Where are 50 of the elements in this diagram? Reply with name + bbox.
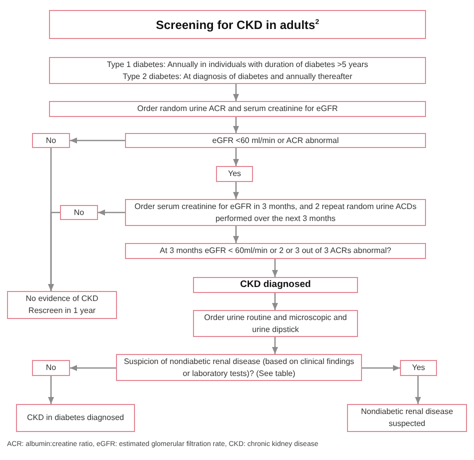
- arrow: [233, 148, 239, 166]
- decision-box: [125, 133, 426, 148]
- answer-label: No: [44, 134, 58, 146]
- answer-box: [32, 360, 70, 376]
- arrow: [415, 376, 421, 404]
- answer-label: Yes: [226, 168, 242, 180]
- answer-label: No: [44, 362, 58, 374]
- arrow: [272, 259, 278, 277]
- step-text: Order random urine ACR and serum creatinine for eGFR: [136, 103, 339, 115]
- arrow: [98, 210, 125, 216]
- arrow: [233, 84, 239, 101]
- process-box: [125, 199, 426, 226]
- answer-box: [60, 205, 98, 220]
- question-text: At 3 months eGFR < 60ml/min or 2 or 3 out of 3 ACRs abnormal?: [158, 245, 392, 257]
- arrow: [48, 212, 60, 291]
- answer-box: [32, 133, 70, 148]
- outcome-text: Rescreen in 1 year: [27, 305, 97, 317]
- arrow: [233, 226, 239, 243]
- step-text: Type 1 diabetes: Annually in individuals with duration of diabetes >5 years: [106, 58, 370, 70]
- outcome-box: [193, 277, 358, 293]
- question-text: eGFR <60 ml/min or ACR abnormal: [211, 134, 340, 146]
- arrow: [48, 376, 54, 404]
- process-box: [49, 101, 426, 117]
- decision-box: [125, 243, 426, 259]
- process-box: [49, 57, 426, 84]
- answer-label: Yes: [410, 362, 426, 374]
- outcome-text: CKD in diabetes diagnosed: [26, 412, 125, 424]
- answer-label: No: [72, 206, 86, 218]
- arrow: [233, 117, 239, 133]
- question-text: Suspicion of nondiabetic renal disease (based on clinical findings or laboratory tests)? (See table): [122, 356, 356, 380]
- answer-box: [216, 166, 253, 182]
- process-box: [193, 310, 358, 337]
- step-text: Order urine routine and microscopic and urine dipstick: [203, 312, 348, 336]
- outcome-text: No evidence of CKD: [24, 293, 100, 305]
- outcome-text: CKD diagnosed: [239, 279, 312, 291]
- arrow: [272, 293, 278, 310]
- arrow: [272, 337, 278, 354]
- decision-box: [116, 354, 362, 381]
- outcome-box: [16, 404, 135, 432]
- outcome-box: [347, 404, 467, 432]
- arrow: [233, 182, 239, 199]
- step-text: Type 2 diabetes: At diagnosis of diabetes and annually thereafter: [122, 70, 354, 82]
- answer-box: [400, 360, 437, 376]
- title-text: Screening for CKD in adults$^{2}$: [156, 18, 320, 32]
- arrow: [362, 365, 400, 371]
- step-text: Order serum creatinine for eGFR in 3 months, and 2 repeat random urine ACDs performed over the next 3 months: [134, 200, 418, 224]
- arrow: [70, 365, 116, 371]
- outcome-text: Nondiabetic renal disease suspected: [360, 406, 454, 430]
- outcome-box: [7, 291, 117, 319]
- arrow: [70, 138, 125, 144]
